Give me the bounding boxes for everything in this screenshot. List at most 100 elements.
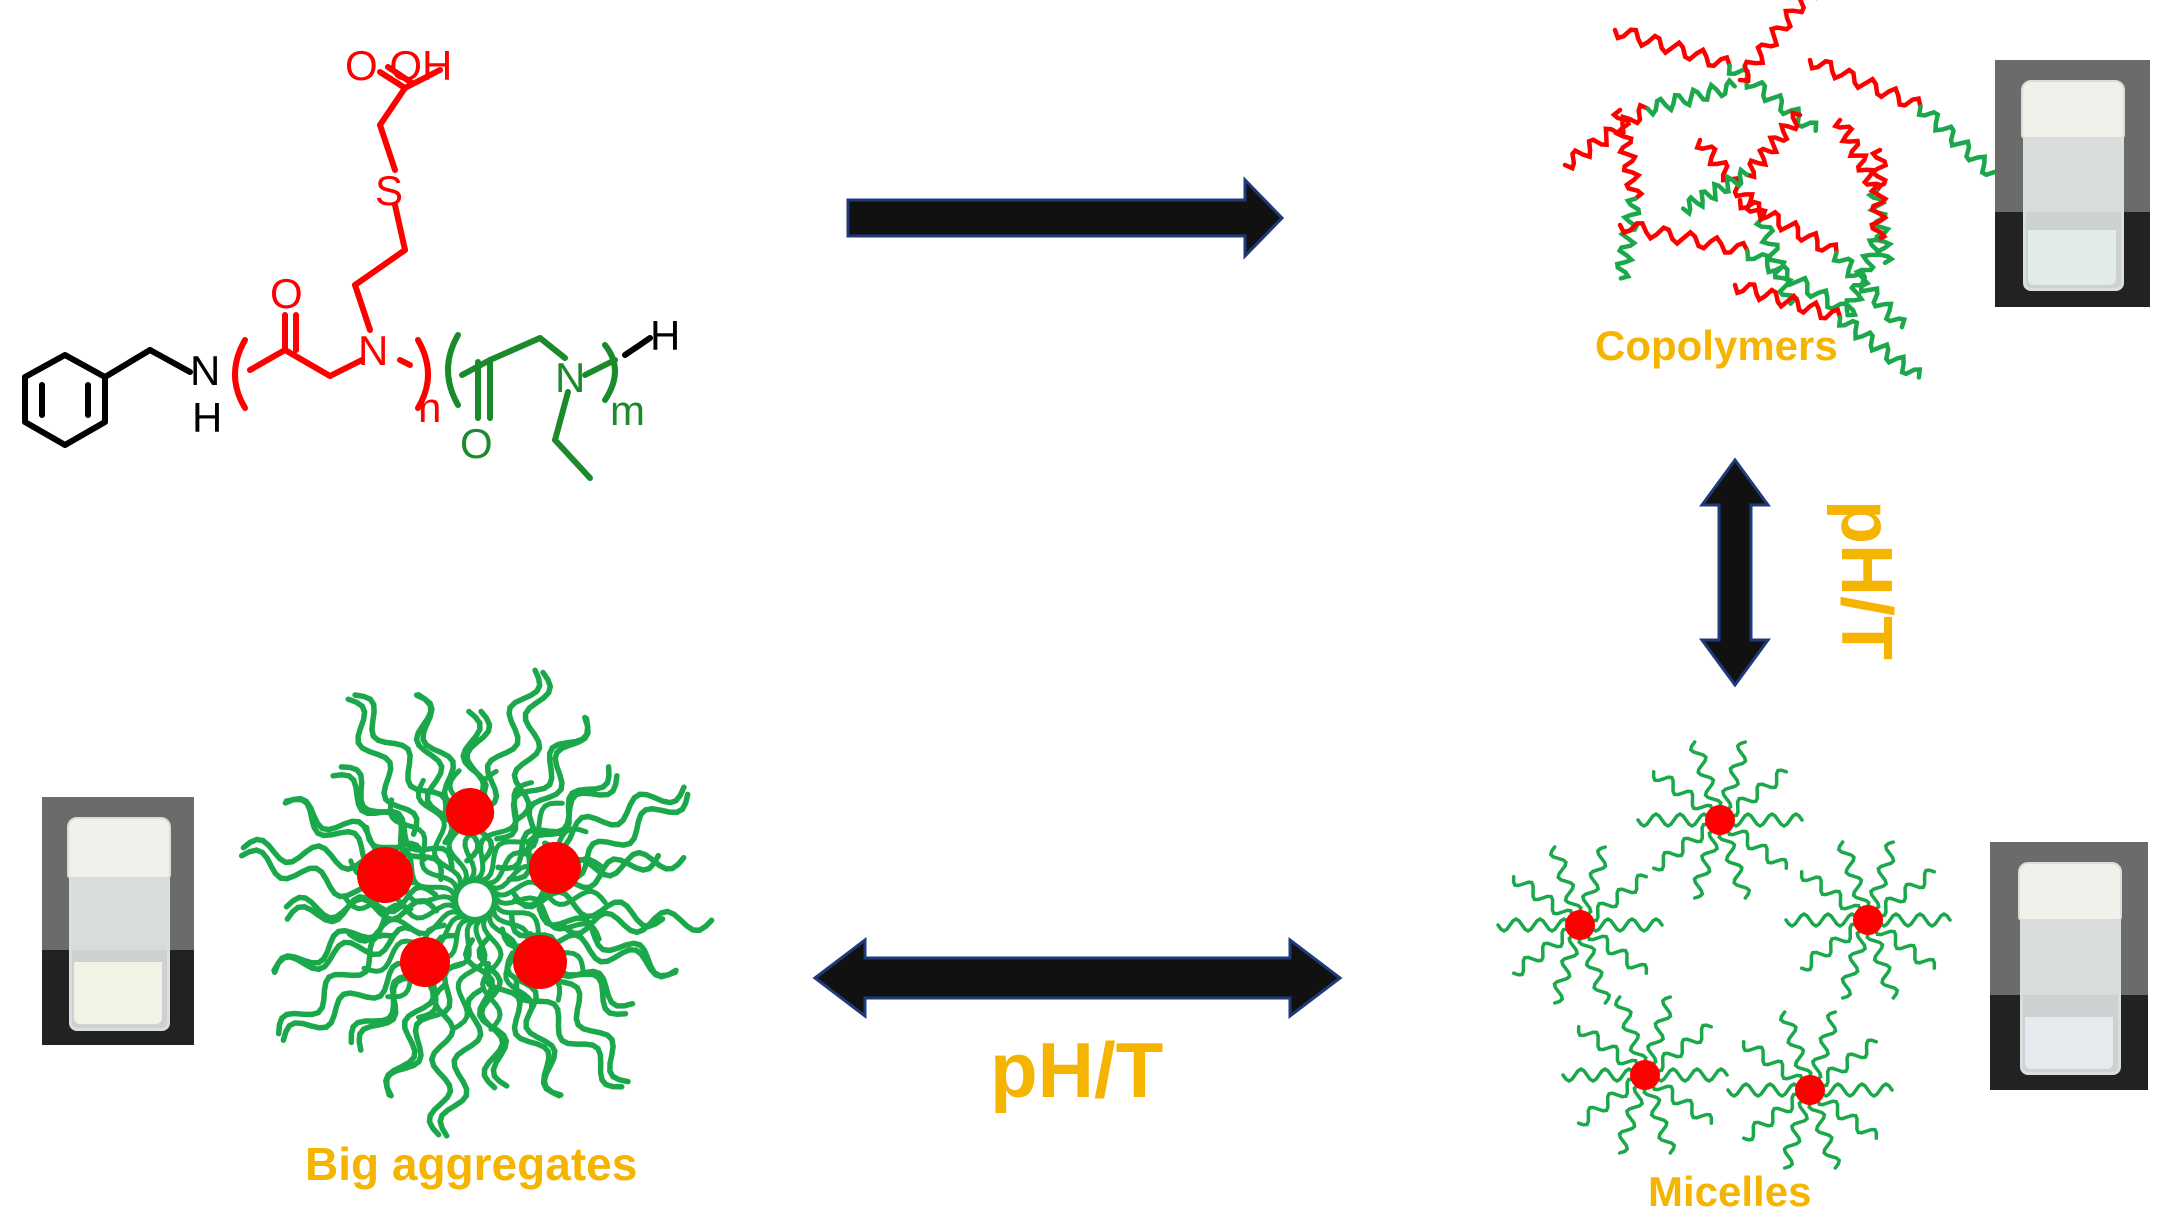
big-aggregate: [238, 667, 715, 1139]
arrow-structure-to-copolymers: [846, 176, 1285, 260]
micelle-arm: [1577, 932, 1612, 1005]
micelle-arm: [1874, 924, 1937, 970]
micelle-arm: [1816, 1038, 1879, 1088]
aggregate-arm: [542, 784, 687, 851]
micelle-arm: [1778, 1010, 1813, 1083]
micelle-arm: [1741, 1092, 1804, 1142]
aggregate-inner-chain: [468, 800, 565, 884]
aggregate-core: [400, 937, 450, 987]
micelle-arm: [1586, 873, 1649, 923]
nh-hydrogen-label: H: [192, 394, 222, 441]
micelle-arm: [1726, 768, 1789, 818]
micelle-arm: [1651, 770, 1714, 816]
aggregate-core: [529, 842, 581, 894]
micelle-arm: [1807, 1097, 1842, 1170]
micelle-arm: [1617, 1082, 1645, 1155]
aggregate-arm: [426, 982, 456, 1138]
aggregate-inner-chain: [346, 909, 471, 944]
micelle-arm: [1717, 827, 1752, 900]
micelle-arm: [1548, 845, 1583, 918]
micelle-arm: [1511, 875, 1574, 921]
benzene-ring: [22, 352, 108, 448]
micelle-arm: [1836, 840, 1871, 913]
aggregate-core: [446, 788, 494, 836]
copolymers-vial-photo: [1995, 60, 2150, 307]
aggregate-arm: [437, 987, 484, 1139]
aggregate-inner-chain: [484, 879, 608, 908]
aggregate-arm: [413, 691, 456, 846]
micelle-core: [1853, 905, 1883, 935]
copolymer-green-segment: [1916, 104, 2004, 183]
vial-cap: [67, 817, 171, 879]
copolymer-red-segment: [1807, 57, 1923, 109]
amide-oxygen-2: O: [460, 420, 493, 467]
aggregate-arm: [275, 932, 396, 1037]
copolymer-chains: [1562, 0, 2004, 380]
micelle-arm: [1576, 1077, 1639, 1127]
micelle-arm: [1818, 1081, 1894, 1099]
micelle-arm: [1816, 1094, 1879, 1140]
micelle-arm: [1692, 827, 1720, 900]
big-aggregates-label: Big aggregates: [305, 1138, 638, 1190]
micelle-arm: [1651, 1079, 1714, 1125]
copolymer-green-segment: [1753, 216, 1800, 306]
micelle-arm: [1810, 1010, 1838, 1083]
aggregate-arm: [511, 669, 554, 823]
copolymer-green-segment: [1726, 63, 1819, 134]
aggregate-inner-chain: [473, 826, 589, 886]
aggregate-arm: [478, 667, 543, 813]
micelle-arm: [1642, 1082, 1677, 1155]
aggregate-arm: [345, 696, 420, 837]
aggregate-arm: [558, 791, 691, 881]
arrow-aggregates-micelles: [812, 936, 1343, 1020]
aggregate-inner-chain: [342, 892, 466, 921]
aggregate-core: [357, 847, 413, 903]
aggregate-inner-chain: [416, 914, 488, 1020]
aggregates-vial-photo: [42, 797, 194, 1045]
vial-cap: [2021, 80, 2125, 139]
aggregate-arm: [558, 908, 715, 937]
aggregate-arm: [352, 692, 449, 818]
aggregate-inner-chain: [415, 777, 463, 899]
micelles-vial-photo: [1990, 842, 2148, 1090]
copolymer-green-segment: [1645, 77, 1737, 118]
micelle-arm: [1496, 916, 1572, 934]
micelle-arm: [1868, 840, 1896, 913]
micelle-arm: [1799, 870, 1862, 916]
end-group-bond: [622, 335, 653, 358]
micelle-core: [1795, 1075, 1825, 1105]
aggregate-arm: [512, 852, 662, 909]
aggregate-inner-chain: [491, 890, 586, 976]
micelle-arm: [1653, 1066, 1729, 1084]
aggregate-inner-chain: [487, 901, 535, 1023]
subscript-m: m: [610, 387, 645, 434]
sulfur-label: S: [375, 167, 403, 214]
micelle-arm: [1613, 995, 1648, 1068]
copolymer-red-segment: [1612, 27, 1732, 69]
micelle-arm: [1784, 911, 1860, 929]
micelle-arm: [1782, 1097, 1810, 1170]
micelle-arm: [1720, 740, 1748, 813]
micelle-arm: [1580, 845, 1608, 918]
copolymer-red-segment: [1737, 197, 1839, 255]
copolymer-green-segment: [1831, 250, 1908, 330]
copolymer-red-segment: [1868, 147, 1889, 243]
arrow-copolymers-micelles: [1699, 457, 1771, 688]
copolymer-red-segment: [1831, 117, 1885, 194]
micelle-arm: [1874, 868, 1937, 918]
copolymers-label: Copolymers: [1595, 322, 1838, 369]
aggregate-arm: [483, 960, 564, 1098]
micelle-arm: [1840, 927, 1868, 1000]
micelle-arm: [1728, 811, 1804, 829]
micelle-arm: [1588, 916, 1664, 934]
copolymer-red-segment: [1732, 281, 1843, 321]
aggregate-core: [513, 935, 567, 989]
acid-label: O OH: [345, 42, 452, 89]
aggregate-inner-chain: [387, 797, 459, 905]
micelles-cluster: [1496, 740, 1952, 1170]
micelle-arm: [1561, 1066, 1637, 1084]
aggregate-arm: [282, 795, 428, 862]
vial-cap: [2018, 862, 2122, 921]
aggregate-arm: [280, 960, 417, 1043]
nh-nitrogen-label: N: [190, 347, 220, 394]
